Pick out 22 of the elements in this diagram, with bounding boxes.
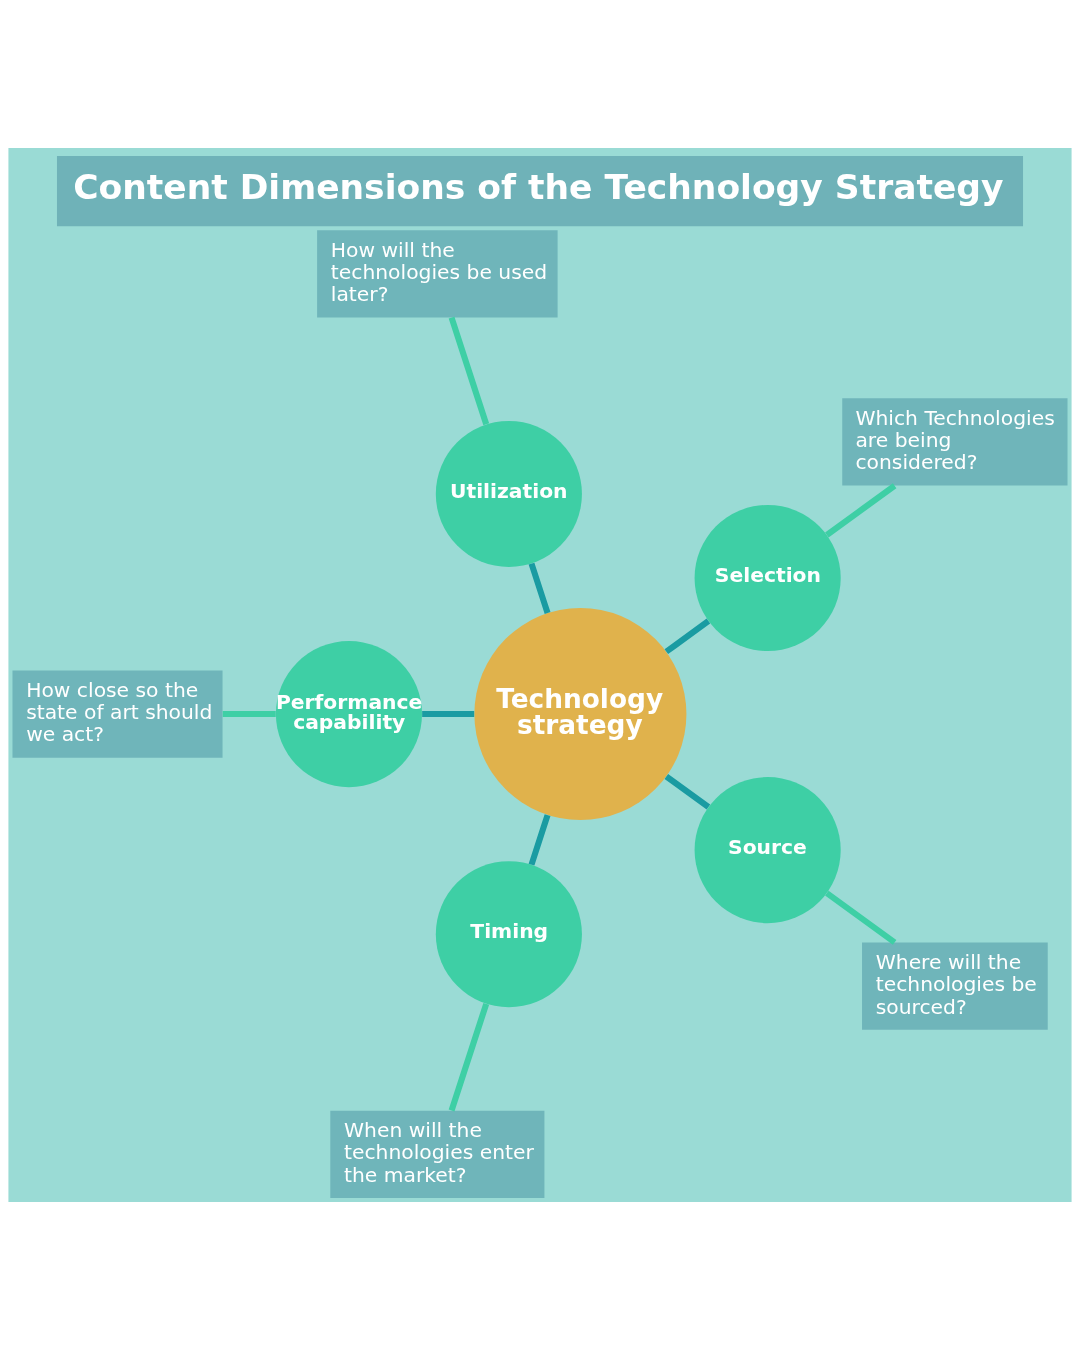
node-box: Where will the technologies be sourced?	[862, 942, 1048, 1030]
connector	[222, 711, 276, 718]
connector	[664, 618, 711, 655]
connector	[825, 483, 897, 538]
node-box: Which Technologies are being considered?	[842, 398, 1068, 486]
connector	[825, 890, 897, 945]
diagram-title: Content Dimensions of the Technology Strategy	[73, 167, 1004, 208]
node-box: How will the technologies be used later?	[317, 230, 558, 318]
connector	[448, 316, 490, 426]
node-circle: Selection	[694, 504, 841, 652]
node-box: When will the technologies enter the market?	[330, 1110, 545, 1198]
node-circle: Timing	[435, 861, 582, 1008]
connector	[664, 774, 711, 810]
node-circle: Utilization	[435, 420, 582, 567]
node-circle: Technology strategy	[474, 608, 687, 821]
connector	[448, 1002, 490, 1112]
connector	[422, 711, 475, 718]
node-box: How close so the state of art should we act?	[12, 670, 223, 758]
connector	[528, 814, 551, 866]
node-circle: Source	[694, 777, 841, 924]
node-circle: Performance capability	[275, 641, 422, 788]
connector	[528, 562, 551, 614]
